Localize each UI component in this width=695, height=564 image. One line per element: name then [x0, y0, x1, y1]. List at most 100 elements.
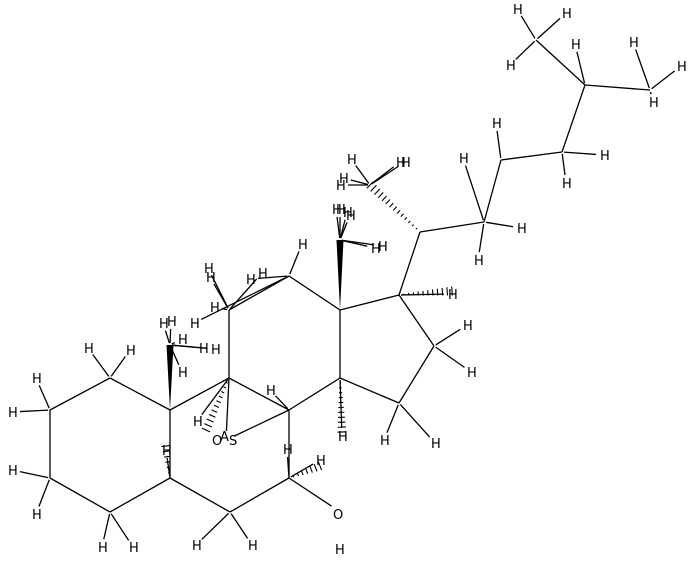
hydrogen-atom-label: H: [129, 541, 139, 556]
bond-line: [501, 152, 562, 160]
hydrogen-hash-bond: [310, 466, 312, 472]
bond-line: [234, 410, 289, 436]
hydrogen-bond-line: [372, 166, 399, 184]
methyl-hash-bond: [386, 200, 390, 204]
bond-line: [399, 232, 420, 295]
hydrogen-bond-line: [356, 165, 369, 183]
bond-line: [110, 478, 170, 512]
methyl-hash-bond: [408, 221, 410, 223]
hydrogen-bond-line: [497, 131, 501, 158]
methyl-hash-bond: [412, 225, 413, 227]
bond-line: [399, 346, 434, 403]
hydrogen-hash-bond: [293, 475, 294, 477]
hydrogen-bond-line: [650, 92, 651, 94]
bond-line: [230, 478, 289, 512]
hydrogen-atom-label: H: [562, 7, 572, 22]
hydrogen-atom-label: H: [298, 238, 308, 253]
bond-line: [420, 222, 484, 232]
hydrogen-bond-line: [111, 514, 129, 541]
bond-layer: [20, 16, 675, 540]
hydrogen-atom-label: H: [600, 149, 610, 164]
hydrogen-atom-label: H: [167, 315, 177, 330]
hydrogen-bond-line: [172, 343, 175, 345]
hydrogen-bond-line: [337, 217, 340, 238]
hydrogen-bond-line: [20, 472, 48, 478]
hydrogen-atom-label: H: [339, 172, 349, 187]
hydrogen-atom-label: H: [192, 539, 202, 554]
epoxide-hash-bond: [221, 392, 224, 393]
bond-line: [484, 160, 501, 222]
hydrogen-bond-line: [104, 514, 110, 539]
methyl-hash-bond: [393, 207, 396, 211]
hydrogen-atom-label: H: [431, 437, 441, 452]
hydrogen-hash-bond: [437, 289, 438, 296]
hydrogen-atom-label: H: [338, 430, 348, 445]
bond-line: [562, 85, 585, 152]
methyl-hash-bond: [374, 189, 379, 195]
hydrogen-atom-label: H: [32, 372, 42, 387]
epoxide-hash-bond: [226, 382, 228, 383]
hydrogen-atom-label: H: [246, 273, 256, 288]
hydrogen-atom-label: H: [380, 434, 390, 449]
hydrogen-bond-line: [351, 180, 368, 184]
epoxide-hash-bond: [212, 410, 218, 412]
bond-line: [229, 378, 289, 410]
hydrogen-atom-label: H: [629, 36, 639, 51]
hydrogen-bond-line: [93, 354, 109, 376]
bond-line: [289, 378, 340, 410]
hydrogen-atom-label: H: [193, 415, 203, 430]
hydrogen-atom-label: H: [178, 333, 188, 348]
hydrogen-bond-line: [39, 480, 49, 507]
bond-line: [585, 85, 650, 90]
hydrogen-hash-bond: [166, 462, 171, 463]
epoxide-hash-bond: [207, 419, 214, 422]
hydrogen-hash-bond: [442, 288, 443, 296]
hydrogen-bond-line: [170, 329, 171, 343]
hydroxyl-oxygen-label: O: [333, 508, 343, 523]
hydrogen-atom-label: H: [492, 117, 502, 132]
hydrogen-atom-label: H: [84, 342, 94, 357]
methyl-hash-bond: [378, 192, 383, 197]
hydrogen-atom-label: H: [178, 366, 188, 381]
hydrogen-atom-label: H: [463, 319, 473, 334]
hydrogen-hash-bond: [301, 471, 303, 475]
hydrogen-atom-label: H: [343, 206, 353, 221]
methyl-hash-bond: [371, 185, 377, 191]
hydrogen-bond-line: [202, 513, 229, 539]
hydrogen-bond-line: [291, 464, 313, 477]
hydroxyl-hydrogen-label: H: [335, 543, 345, 558]
hydrogen-atom-label: H: [448, 288, 458, 303]
hydrogen-atom-label: H: [677, 60, 687, 75]
hydrogen-atom-label: H: [562, 177, 572, 192]
hydrogen-atom-label: H: [248, 539, 258, 554]
hydrogen-atom-label: H: [316, 454, 326, 469]
methyl-wedge-bond: [167, 345, 174, 410]
hydrogen-atom-label: H: [32, 508, 42, 523]
bond-line: [340, 378, 399, 403]
hydrogen-atom-label: H: [506, 59, 516, 74]
epoxide-label-s: S: [229, 434, 237, 449]
hydrogen-atom-label: H: [347, 153, 357, 168]
hydrogen-bond-line: [290, 251, 299, 274]
hydrogen-atom-label: H: [199, 342, 209, 357]
hydrogen-bond-line: [387, 405, 398, 433]
stereo-bond-layer: [162, 182, 453, 478]
bond-line: [340, 295, 399, 310]
bond-line: [226, 378, 229, 431]
hydrogen-bond-line: [636, 50, 650, 89]
hydrogen-atom-label: H: [8, 464, 18, 479]
hydrogen-atom-label: H: [467, 366, 477, 381]
hydrogen-bond-line: [516, 41, 535, 59]
bond-line: [110, 378, 170, 410]
hydrogen-atom-label: H: [401, 156, 411, 171]
hydrogen-bond-line: [562, 154, 565, 175]
bond-line: [399, 295, 434, 346]
epoxide-hash-bond: [216, 401, 220, 403]
hydrogen-atom-label: H: [8, 406, 18, 421]
epoxide-hash-bond: [224, 387, 226, 388]
hydrogen-atom-label: H: [571, 38, 581, 53]
hydrogen-atom-label: H: [211, 343, 221, 358]
hydrogen-atom-label: H: [378, 240, 388, 255]
